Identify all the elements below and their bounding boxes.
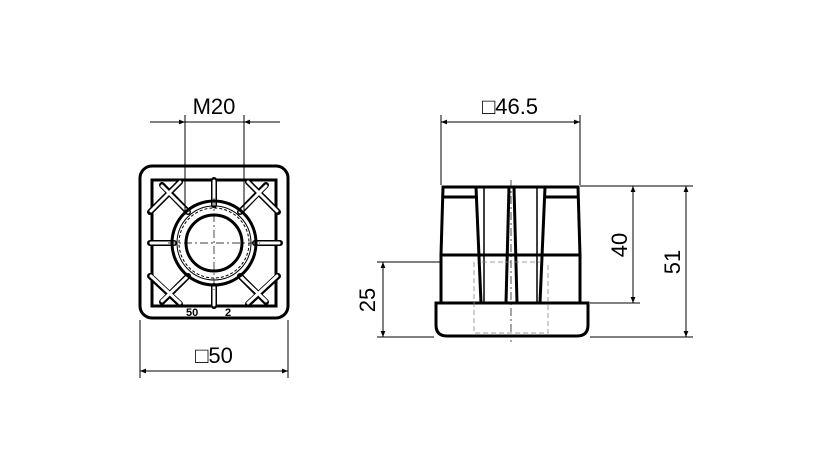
side-width-label: □46.5 [482, 94, 538, 119]
dimension-50: □50 [139, 320, 289, 378]
side-view [434, 180, 590, 342]
base-height-label: 25 [355, 288, 380, 312]
dimension-40: 40 [580, 185, 640, 304]
front-view: 50 2 [138, 164, 290, 320]
marking-left: 50 [186, 307, 198, 319]
dimension-25: 25 [355, 261, 440, 338]
base-cap [434, 301, 590, 338]
body-height-label: 40 [607, 233, 632, 257]
inner-square-outline [150, 178, 278, 308]
dimension-51: 51 [590, 185, 693, 338]
dimension-46-5: □46.5 [440, 94, 581, 185]
thread-size-label: M20 [193, 94, 236, 119]
dimension-m20: M20 [150, 94, 280, 215]
front-width-label: □50 [195, 343, 233, 368]
total-height-label: 51 [660, 250, 685, 274]
outer-square-outline [138, 164, 290, 320]
marking-right: 2 [225, 307, 231, 319]
